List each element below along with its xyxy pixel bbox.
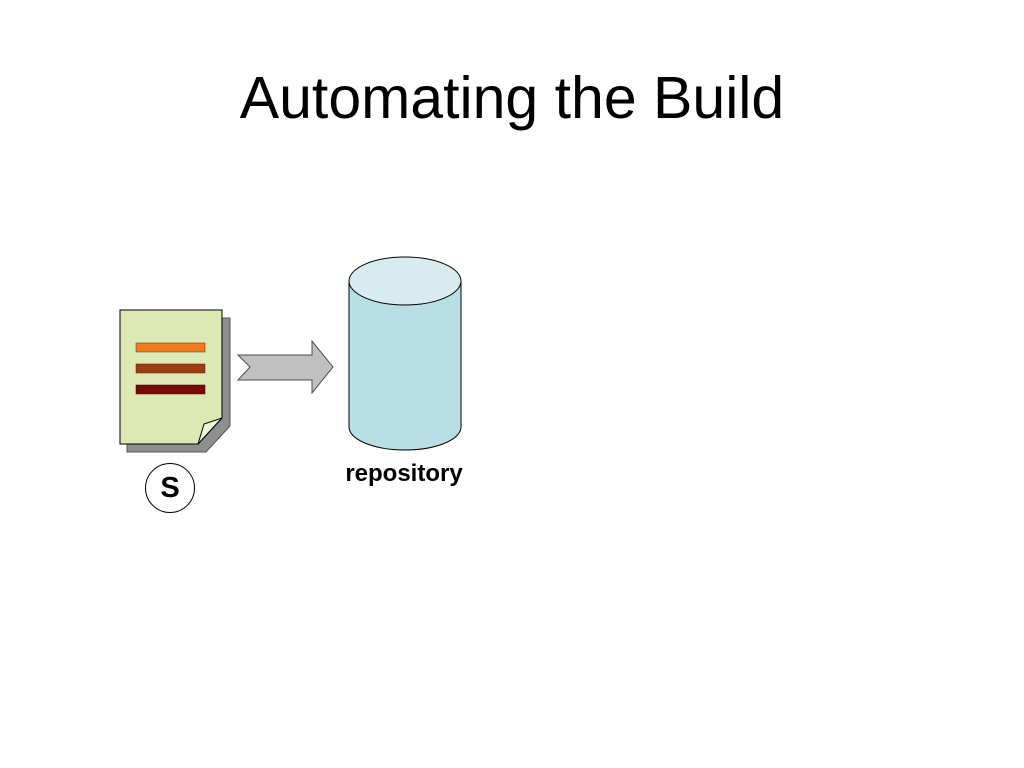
repository-label: repository (345, 460, 463, 487)
right-arrow-icon (236, 339, 334, 395)
source-badge-label: S (160, 471, 180, 504)
source-document-icon (119, 309, 231, 453)
slide-title: Automating the Build (239, 65, 785, 131)
database-cylinder-icon (348, 256, 462, 451)
document-folded-corner (197, 417, 223, 445)
document-line-1 (135, 342, 206, 353)
cylinder-body (348, 281, 462, 451)
document-line-2 (135, 363, 206, 374)
cylinder-top (348, 256, 462, 306)
document-line-3 (135, 384, 206, 395)
source-badge: S (145, 463, 195, 513)
